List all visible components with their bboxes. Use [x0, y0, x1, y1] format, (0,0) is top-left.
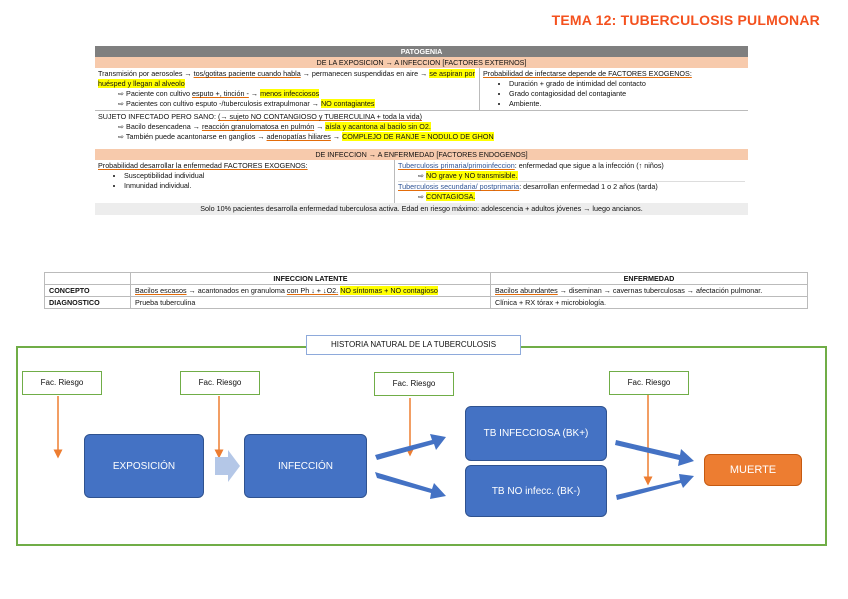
to-bk-neg-arrow [375, 472, 446, 499]
primaria-text: Tuberculosis primaria/primoinfeccion: en… [398, 161, 745, 171]
cell-part: NO síntomas + NO contagioso [340, 286, 438, 295]
table-cell: Clínica + RX tórax + microbiología. [490, 296, 808, 309]
bac-a: ⇨ Bacilo desencadena → [118, 122, 202, 131]
sujeto-sano-text: SUJETO INFECTADO PERO SANO: (→ sujeto NO… [98, 112, 745, 122]
cult2-b: NO contagiantes [320, 99, 375, 108]
historia-title: HISTORIA NATURAL DE LA TUBERCULOSIS [306, 335, 521, 355]
transmision-text: Transmisión por aerosoles → tos/gotitas … [98, 69, 476, 89]
list-item: Grado contagiosidad del contagiante [509, 89, 745, 99]
tam-a: ⇨ También puede acantonarse en ganglios … [118, 132, 267, 141]
exposicion-to-infeccion-arrow [215, 450, 240, 482]
tam-b: adenopatías hiliares [266, 132, 331, 141]
tam-c: → [330, 132, 343, 141]
page-title: TEMA 12: TUBERCULOSIS PULMONAR [551, 12, 820, 28]
fac-riesgo-box: Fac. Riesgo [374, 372, 454, 396]
enfermedad-subheader: DE INFECCION → A ENFERMEDAD [FACTORES EN… [95, 149, 748, 160]
infeccion-box: INFECCIÓN [244, 434, 367, 498]
cell-part: con Ph ↓ + ↓O2. [286, 286, 339, 295]
endogenos-cell: Probabilidad desarrollar la enfermedad F… [95, 160, 395, 203]
list-item: Susceptibilidad individual [124, 171, 391, 181]
probabilidad-list: Duración + grado de intimidad del contac… [483, 79, 745, 109]
tam-d: COMPLEJO DE RANJE = NODULO DE GHON [342, 132, 494, 141]
prim-c: ⇨ [418, 171, 427, 180]
table-row: DIAGNOSTICO Prueba tuberculina Clínica +… [44, 296, 808, 309]
trans-a: Transmisión por aerosoles → [98, 69, 194, 78]
fac-riesgo-box: Fac. Riesgo [22, 371, 102, 395]
sec-b: : desarrollan enfermedad 1 o 2 años (tar… [519, 182, 658, 191]
probabilidad-cell: Probabilidad de infectarse depende de FA… [480, 68, 748, 110]
exposicion-box: EXPOSICIÓN [84, 434, 204, 498]
exposicion-row: Transmisión por aerosoles → tos/gotitas … [95, 68, 748, 110]
to-bk-pos-arrow [375, 434, 446, 460]
sujeto-sano-cell: SUJETO INFECTADO PERO SANO: (→ sujeto NO… [95, 110, 748, 143]
tb-tipos-cell: Tuberculosis primaria/primoinfeccion: en… [395, 160, 748, 203]
cell-part: → diseminan → cavernas tuberculosas → af… [557, 286, 763, 295]
cult1-a: ⇨ Paciente con cultivo [118, 89, 192, 98]
bac-b: reacción granulomatosa en pulmón [201, 122, 315, 131]
sano-b: (→ sujeto NO CONTANGIOSO y TUBERCULINA +… [217, 112, 422, 121]
sano-a: SUJETO INFECTADO PERO SANO: [98, 112, 218, 121]
cultivo-negativo: ⇨ Pacientes con cultivo esputo -/tubercu… [98, 99, 476, 109]
cult1-c: → [248, 89, 261, 98]
fac-riesgo-box: Fac. Riesgo [609, 371, 689, 395]
cell-part: Bacilos escasos [135, 286, 187, 295]
cell-part: Bacilos abundantes [495, 286, 558, 295]
bk-neg-to-muerte-arrow [616, 474, 694, 500]
trans-b: tos/gotitas paciente cuando habla [193, 69, 301, 78]
list-item: Inmunidad individual. [124, 181, 391, 191]
secundaria-text: Tuberculosis secundaria/ postprimaria: d… [398, 181, 745, 192]
exposicion-subheader: DE LA EXPOSICION → A INFECCION [FACTORES… [95, 57, 748, 68]
secundaria-detail: ⇨ CONTAGIOSA. [398, 192, 745, 202]
cell-part: → acantonados en granuloma [186, 286, 287, 295]
fac-riesgo-box: Fac. Riesgo [180, 371, 260, 395]
patogenia-header: PATOGENIA [95, 46, 748, 57]
bac-d: aísla y acantona al bacilo sin O2. [325, 122, 431, 131]
prim-a: Tuberculosis primaria/primoinfeccion [398, 161, 515, 170]
patogenia-footer: Solo 10% pacientes desarrolla enfermedad… [95, 203, 748, 215]
muerte-box: MUERTE [704, 454, 802, 486]
transmision-cell: Transmisión por aerosoles → tos/gotitas … [95, 68, 480, 110]
patogenia-table: PATOGENIA DE LA EXPOSICION → A INFECCION… [95, 46, 748, 215]
sec-c: ⇨ [418, 192, 427, 201]
cult1-d: menos infecciosos [260, 89, 320, 98]
sec-a: Tuberculosis secundaria/ postprimaria [398, 182, 520, 191]
list-item: Duración + grado de intimidad del contac… [509, 79, 745, 89]
tb-infecciosa-box: TB INFECCIOSA (BK+) [465, 406, 607, 461]
latente-vs-enfermedad-table: INFECCION LATENTE ENFERMEDAD CONCEPTO Ba… [44, 272, 808, 309]
primaria-detail: ⇨ NO grave y NO transmisible. [398, 171, 745, 181]
cultivo-positivo: ⇨ Paciente con cultivo esputo +, tinción… [98, 89, 476, 99]
bac-c: → [314, 122, 326, 131]
prim-b: : enfermedad que sigue a la infección (↑… [514, 161, 664, 170]
cult1-b: esputo +, tinción - [191, 89, 249, 98]
sec-d: CONTAGIOSA. [426, 192, 476, 201]
list-item: Ambiente. [509, 99, 745, 109]
probabilidad-title: Probabilidad de infectarse depende de FA… [483, 69, 692, 78]
endogenos-title: Probabilidad desarrollar la enfermedad F… [98, 161, 308, 170]
bk-pos-to-muerte-arrow [615, 440, 694, 466]
bacilo-text: ⇨ Bacilo desencadena → reacción granulom… [98, 122, 745, 132]
enfermedad-row: Probabilidad desarrollar la enfermedad F… [95, 160, 748, 203]
trans-c: → permanecen suspendidas en aire → [300, 69, 430, 78]
prim-d: NO grave y NO transmisible. [426, 171, 518, 180]
cult2-a: ⇨ Pacientes con cultivo esputo -/tubercu… [118, 99, 321, 108]
tb-no-infecciosa-box: TB NO infecc. (BK-) [465, 465, 607, 517]
endogenos-list: Susceptibilidad individual Inmunidad ind… [98, 171, 391, 191]
ganglios-text: ⇨ También puede acantonarse en ganglios … [98, 132, 745, 142]
